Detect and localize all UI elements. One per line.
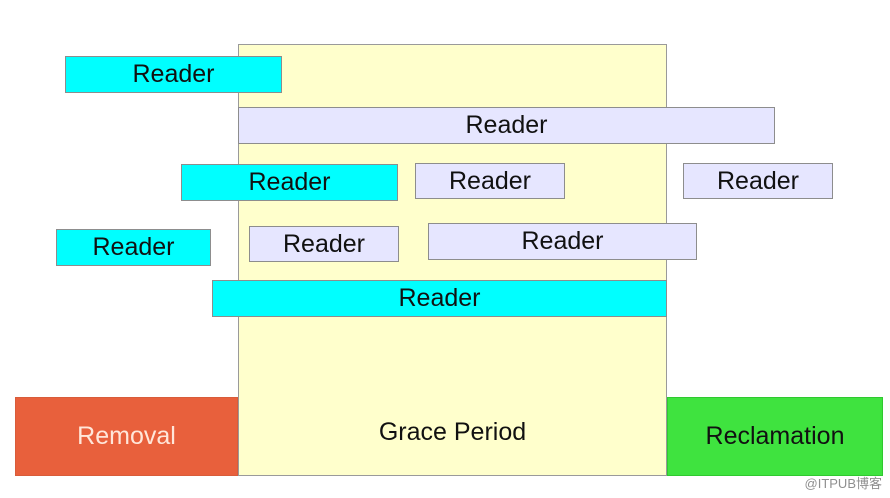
reader-box-inside-lower-right: Reader xyxy=(428,223,697,260)
reader-label: Reader xyxy=(248,168,331,196)
reader-label: Reader xyxy=(465,111,548,139)
watermark-text: @ITPUB博客 xyxy=(804,476,882,491)
reader-box-middle: Reader xyxy=(415,163,565,199)
reader-box-left-lower: Reader xyxy=(56,229,211,266)
reader-box-left-middle: Reader xyxy=(181,164,398,201)
reader-box-top-left: Reader xyxy=(65,56,282,93)
reader-box-inside-lower-left: Reader xyxy=(249,226,399,262)
removal-label: Removal xyxy=(77,422,176,450)
reader-label: Reader xyxy=(398,284,481,312)
removal-box: Removal xyxy=(15,397,238,476)
reader-label: Reader xyxy=(92,233,175,261)
reclamation-label: Reclamation xyxy=(705,422,845,450)
reader-box-bottom: Reader xyxy=(212,280,667,317)
reader-box-right-outside: Reader xyxy=(683,163,833,199)
reader-label: Reader xyxy=(717,166,799,195)
reader-label: Reader xyxy=(283,229,365,258)
reader-label: Reader xyxy=(132,60,215,88)
reader-label: Reader xyxy=(521,227,604,255)
grace-period-label: Grace Period xyxy=(378,418,527,446)
reclamation-box: Reclamation xyxy=(667,397,883,476)
reader-label: Reader xyxy=(449,166,531,195)
reader-box-wide-top: Reader xyxy=(238,107,775,144)
